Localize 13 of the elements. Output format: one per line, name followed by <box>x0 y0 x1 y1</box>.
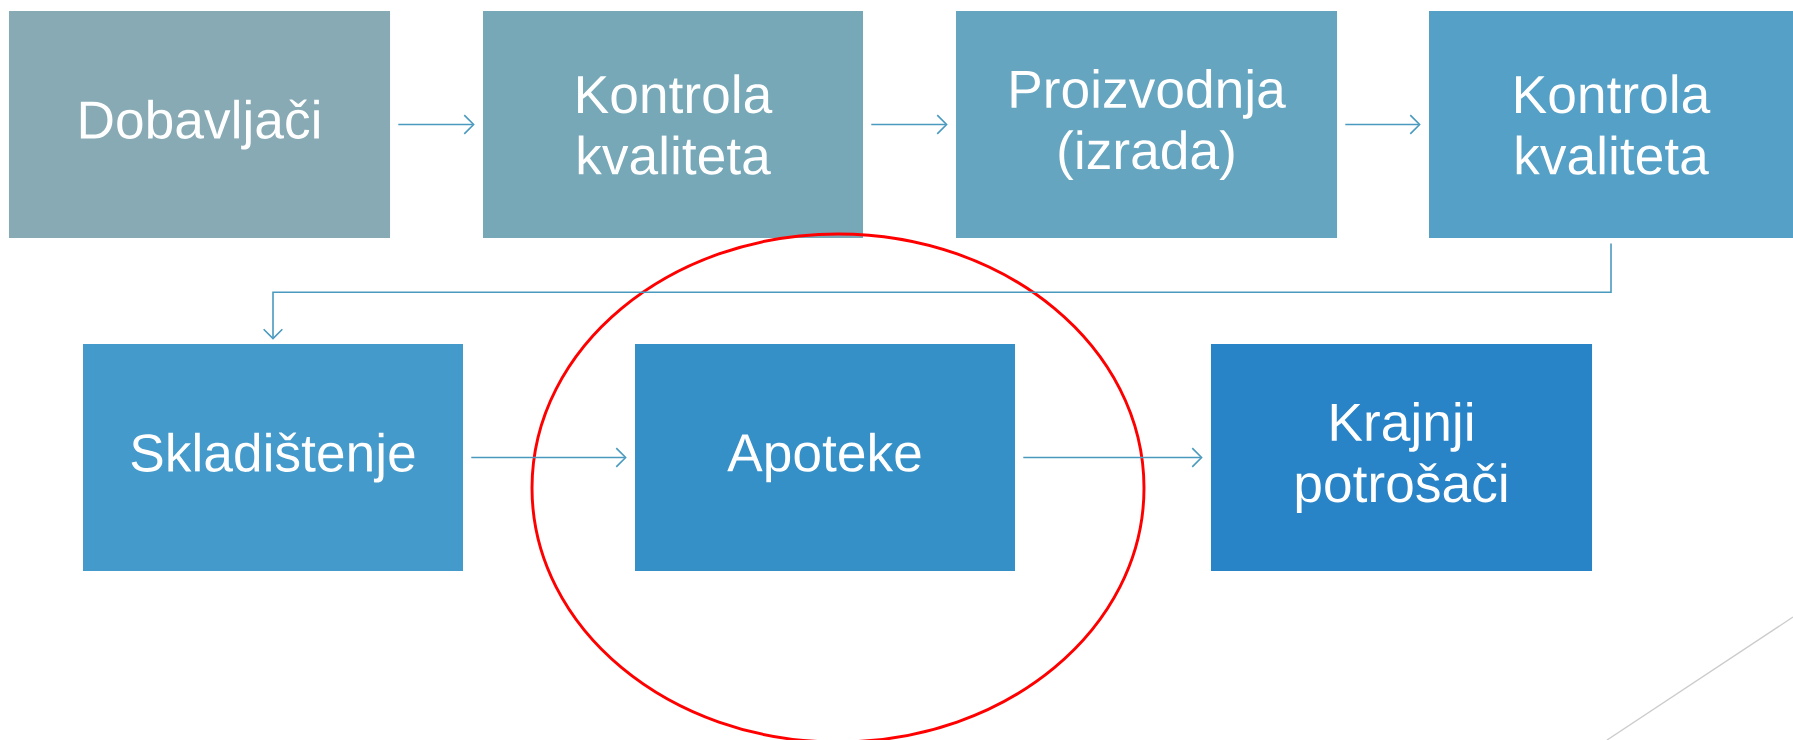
arrow <box>1022 447 1203 468</box>
process-box: Proizvodnja (izrada) <box>955 11 1338 238</box>
arrow <box>1344 114 1421 135</box>
arrow <box>262 242 1612 340</box>
process-box: Skladištenje <box>83 344 463 571</box>
arrow <box>870 114 948 135</box>
process-box: Apoteke <box>635 344 1015 571</box>
arrow <box>470 447 627 468</box>
process-box: Dobavljači <box>8 11 391 238</box>
process-box: Krajnji potrošači <box>1211 344 1593 571</box>
arrow <box>397 114 475 135</box>
process-box: Kontrola kvaliteta <box>1429 11 1793 238</box>
process-box: Kontrola kvaliteta <box>483 11 863 238</box>
